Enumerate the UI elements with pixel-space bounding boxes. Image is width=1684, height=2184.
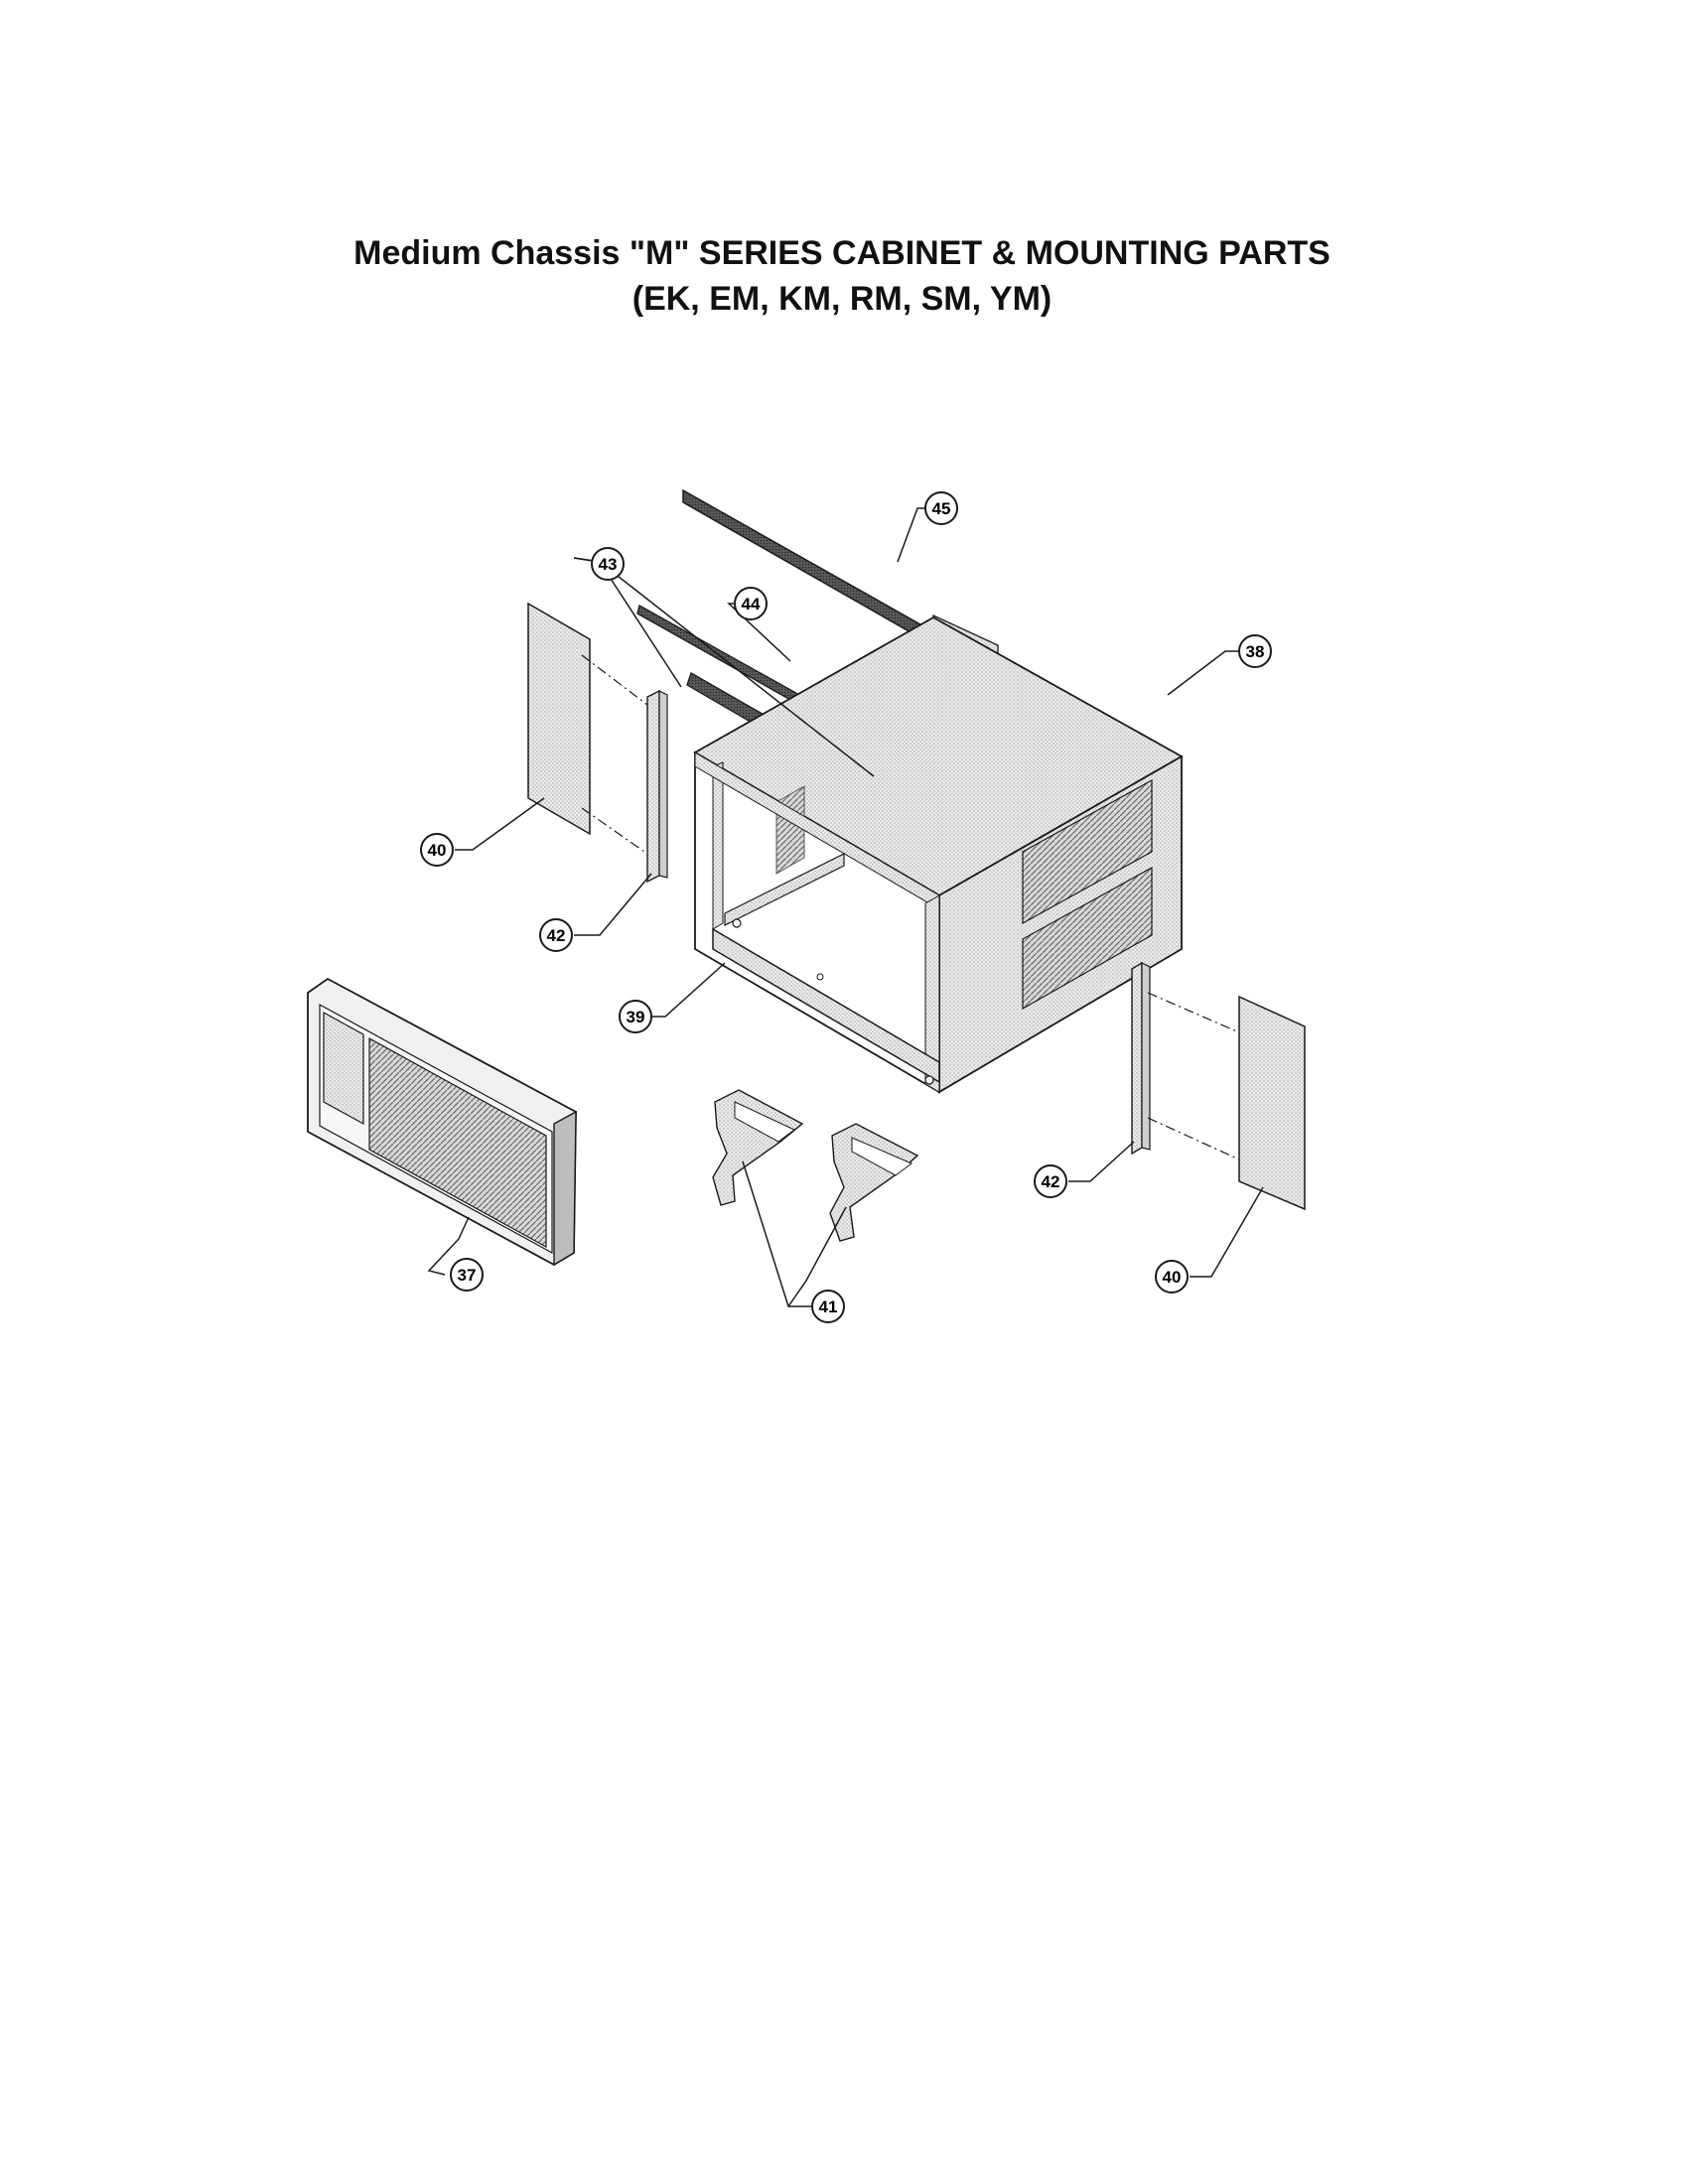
part-41-support-brackets [712, 1089, 919, 1242]
svg-text:45: 45 [932, 499, 951, 518]
svg-text:43: 43 [599, 555, 618, 574]
svg-text:38: 38 [1246, 642, 1265, 661]
part-40-right-side-panel [1238, 995, 1306, 1211]
callout-37: 37 [450, 1258, 484, 1292]
callout-42-left: 42 [539, 918, 573, 952]
callout-40-left: 40 [420, 833, 454, 867]
callout-41: 41 [811, 1290, 845, 1323]
part-37-front-grille [307, 977, 577, 1267]
callout-45: 45 [924, 491, 958, 525]
callout-42-right: 42 [1034, 1164, 1067, 1198]
callout-43: 43 [591, 547, 625, 581]
svg-text:41: 41 [819, 1297, 838, 1316]
callout-40-right: 40 [1155, 1260, 1189, 1294]
callout-39: 39 [619, 1000, 652, 1033]
part-42-right-frame-channel [1131, 961, 1240, 1160]
svg-text:37: 37 [458, 1266, 477, 1285]
callout-44: 44 [734, 587, 768, 620]
svg-text:40: 40 [428, 841, 447, 860]
svg-text:42: 42 [547, 926, 566, 945]
page-title: Medium Chassis "M" SERIES CABINET & MOUN… [0, 230, 1684, 322]
title-line-2: (EK, EM, KM, RM, SM, YM) [632, 280, 1052, 318]
callout-38: 38 [1238, 634, 1272, 668]
part-40-left-side-panel [527, 602, 648, 855]
part-42-left-frame-channel [646, 689, 668, 884]
part-39-base-rail [712, 853, 940, 1085]
title-line-1: Medium Chassis "M" SERIES CABINET & MOUN… [353, 234, 1331, 272]
svg-text:44: 44 [742, 595, 761, 614]
svg-text:39: 39 [627, 1008, 645, 1026]
svg-text:40: 40 [1163, 1268, 1182, 1287]
svg-text:42: 42 [1042, 1172, 1060, 1191]
part-38-cabinet [693, 614, 1184, 1094]
